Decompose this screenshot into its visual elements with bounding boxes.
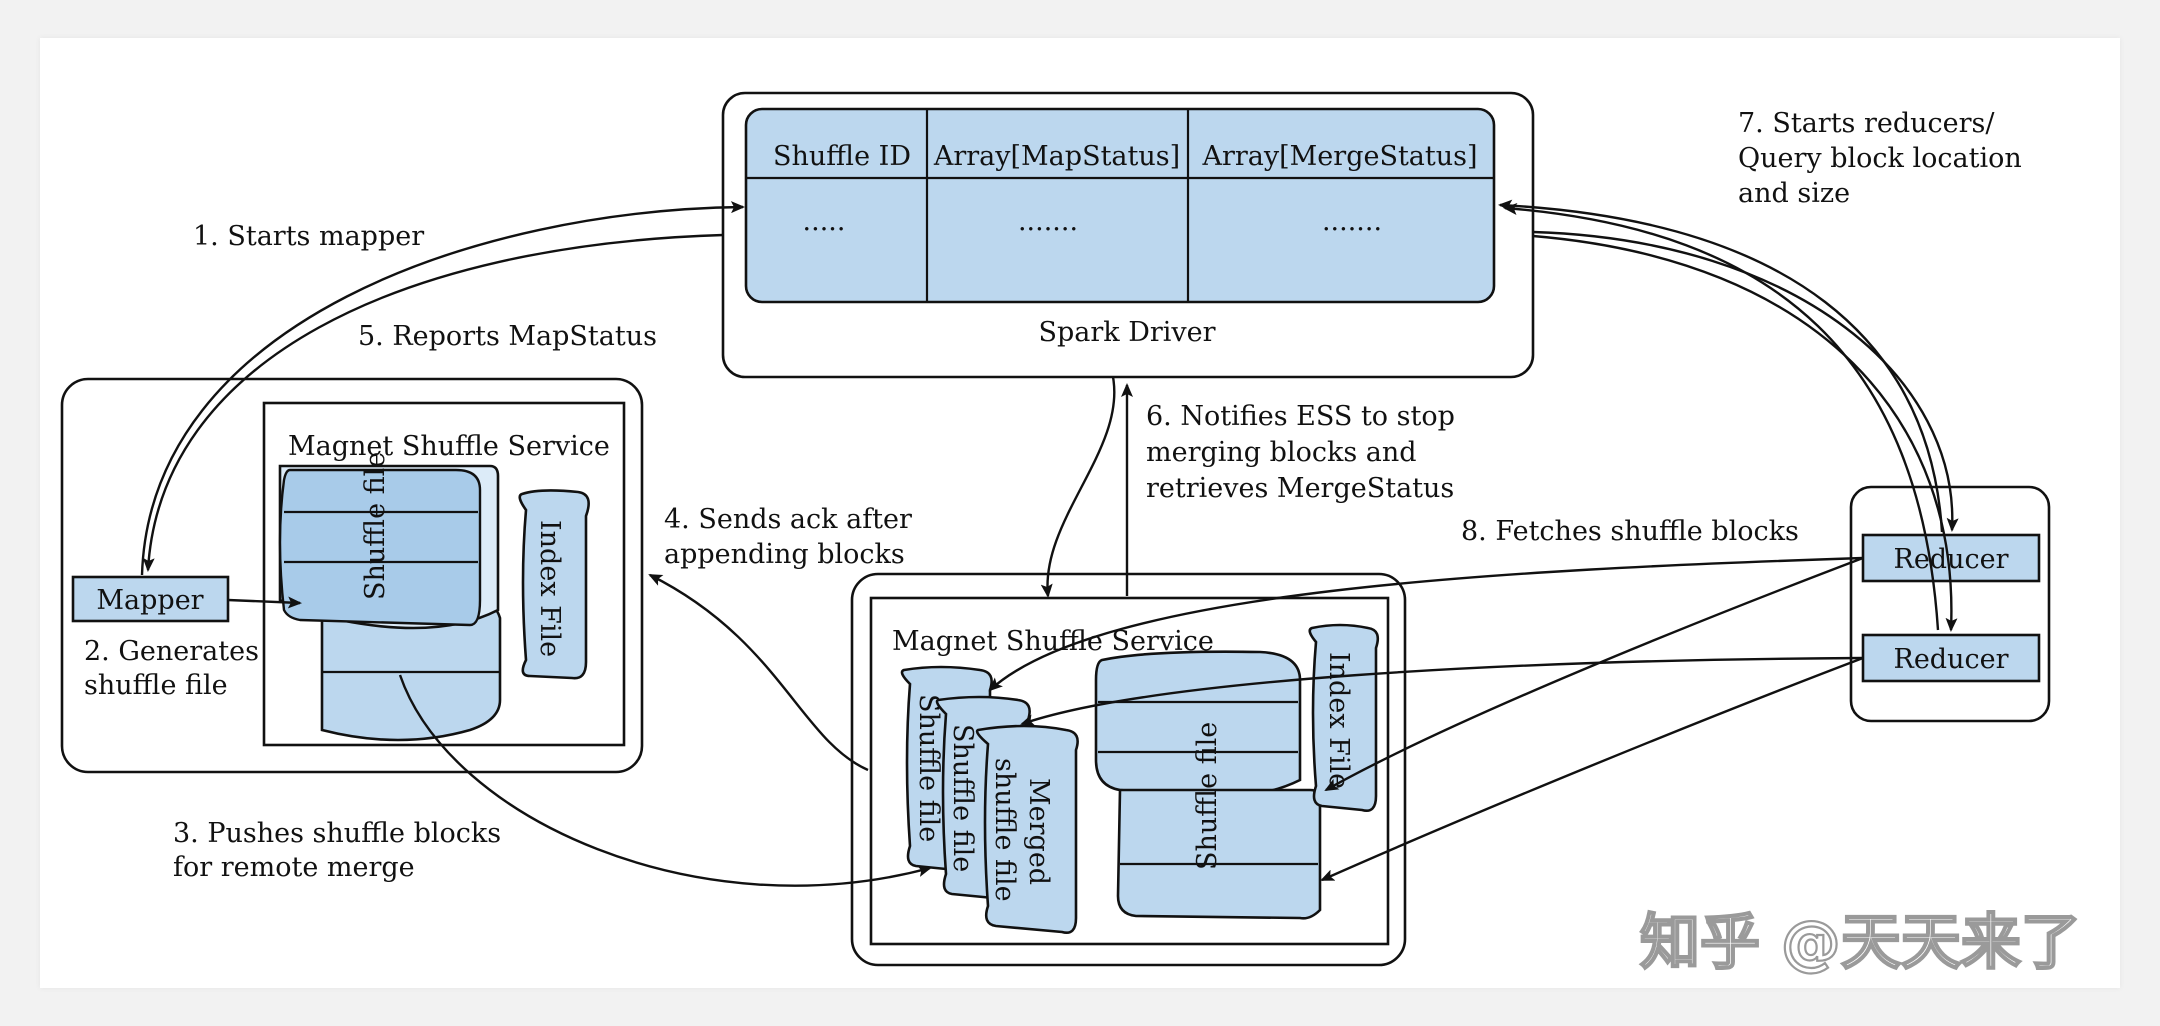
reducer-box-2 <box>1861 633 2041 683</box>
cell-shuffle-id: ····· <box>803 214 846 245</box>
mapper-node: Magnet Shuffle Service Shuffle file Inde… <box>60 377 644 774</box>
step-3-label-line1: 3. Pushes shuffle blocks <box>173 818 501 849</box>
step-4-label-line1: 4. Sends ack after <box>664 504 912 535</box>
spark-driver: Shuffle ID Array[MapStatus] Array[MergeS… <box>721 91 1535 379</box>
arrow-starts-mapper <box>142 233 724 572</box>
step-3-label-line2: for remote merge <box>173 852 415 883</box>
step-6-label-line1: 6. Notifies ESS to stop <box>1146 401 1455 432</box>
arrow-sends-ack <box>648 573 869 772</box>
step-6-label-line3: retrieves MergeStatus <box>1146 473 1454 504</box>
mapper-label: Mapper <box>96 585 203 616</box>
reducer-label-1: Reducer <box>1894 544 2009 575</box>
arrow-starts-reducer-1 <box>1532 230 1959 532</box>
step-7-label-line2: Query block location <box>1738 143 2022 174</box>
col-header-mapstatus: Array[MapStatus] <box>933 141 1180 172</box>
step-2-label-line1: 2. Generates <box>84 636 259 667</box>
cell-mergestatus: ······· <box>1322 214 1382 245</box>
watermark: 知乎 @天天来了 <box>1640 908 2081 978</box>
col-header-mergestatus: Array[MergeStatus] <box>1201 141 1477 172</box>
arrow-generates-shuffle-file <box>227 596 302 609</box>
step-7-label-line3: and size <box>1738 178 1850 209</box>
reducer-box-1 <box>1861 533 2041 583</box>
left-index-file: Index File <box>518 489 590 680</box>
step-4-label-line2: appending blocks <box>664 539 905 570</box>
left-shuffle-file: Shuffle file <box>278 452 502 742</box>
arrow-pushes-blocks <box>398 674 932 887</box>
reducer-node-box <box>1849 485 2051 723</box>
step-8-label: 8. Fetches shuffle blocks <box>1461 516 1799 547</box>
left-index-file-label: Index File <box>534 520 565 657</box>
left-shuffle-file-label: Shuffle file <box>360 452 391 600</box>
arrow-query-location-1 <box>1498 199 1944 533</box>
center-shuffle-file-label: Shuffle file <box>1192 722 1223 870</box>
arrow-notifies-ess <box>1040 376 1116 598</box>
center-shuffle-file: Shuffle file <box>1094 650 1322 920</box>
step-6-label-line2: merging blocks and <box>1146 437 1417 468</box>
arrow-starts-reducer-2 <box>1532 234 1958 632</box>
arrow-query-location-2 <box>1503 202 1940 631</box>
flow-arrows <box>140 199 1959 887</box>
small-shuffle-file-2-label: Shuffle file <box>947 724 978 872</box>
merged-shuffle-file: Merged shuffle file <box>975 724 1079 934</box>
center-index-file-label: Index File <box>1323 652 1354 789</box>
center-index-file: Index File <box>1308 623 1380 812</box>
spark-driver-label: Spark Driver <box>1038 317 1215 348</box>
mapper-box <box>71 575 230 623</box>
step-2-label-line2: shuffle file <box>84 670 228 701</box>
step-1-label: 1. Starts mapper <box>193 221 424 252</box>
arrow-fetch-reducer1-merged <box>988 556 1864 692</box>
status-table <box>744 107 1496 304</box>
arrow-reports-mapstatus <box>140 201 745 576</box>
arrow-fetch-reducer1-index <box>1324 556 1864 792</box>
step-5-label: 5. Reports MapStatus <box>358 321 657 352</box>
reducer-label-2: Reducer <box>1894 644 2009 675</box>
merged-shuffle-file-line1: Merged <box>1023 778 1054 885</box>
merge-node: Magnet Shuffle Service Shuffle file Shuf… <box>850 572 1407 967</box>
merged-shuffle-file-line2: shuffle file <box>989 758 1020 902</box>
small-shuffle-file-1-label: Shuffle file <box>913 694 944 842</box>
cell-mapstatus: ······· <box>1018 214 1078 245</box>
col-header-shuffle-id: Shuffle ID <box>773 141 911 172</box>
reducer-node: Reducer Reducer <box>1849 485 2051 723</box>
arrow-fetch-reducer2-shuffle <box>1320 656 1864 882</box>
step-7-label-line1: 7. Starts reducers/ <box>1738 108 1995 139</box>
left-shuffle-service-title: Magnet Shuffle Service <box>288 431 610 462</box>
step-labels: 1. Starts mapper 5. Reports MapStatus 2.… <box>84 108 2022 883</box>
arrow-fetch-reducer2-merged <box>1020 656 1864 726</box>
